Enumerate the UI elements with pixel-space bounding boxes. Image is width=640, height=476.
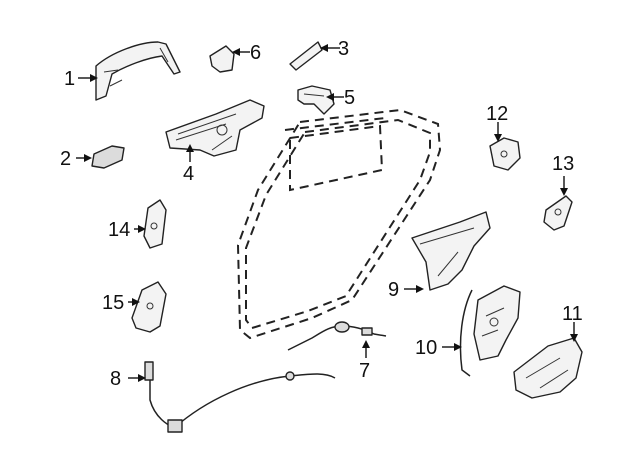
callout-labels: 1 2 3 4 5 6 7 8 9 10 11 12 13 14 15 (60, 38, 583, 390)
part-bracket (297, 85, 335, 115)
callout-12: 12 (486, 103, 508, 125)
part-clip (209, 45, 235, 73)
rear-door-outline (236, 108, 442, 340)
part-lower-hinge (143, 199, 167, 249)
part-release-cable (144, 361, 336, 433)
part-lock-actuator (513, 337, 583, 399)
callout-3: 3 (338, 38, 349, 60)
part-handle-carrier (165, 99, 265, 157)
callout-15: 15 (102, 292, 124, 314)
callout-10: 10 (415, 337, 437, 359)
callout-6: 6 (250, 42, 261, 64)
callout-11: 11 (562, 303, 583, 325)
part-upper-hinge (489, 137, 521, 171)
callout-5: 5 (344, 87, 355, 109)
part-door-latch (459, 285, 521, 377)
callout-8: 8 (110, 368, 121, 390)
part-striker (543, 195, 573, 231)
callout-1: 1 (64, 68, 75, 90)
callout-7: 7 (359, 360, 370, 382)
callout-9: 9 (388, 279, 399, 301)
part-trim-strip (289, 41, 323, 71)
part-cable (287, 321, 387, 351)
callout-4: 4 (183, 163, 194, 185)
part-door-check (131, 281, 167, 333)
part-outside-door-handle (95, 41, 181, 101)
callout-13: 13 (552, 153, 574, 175)
callout-14: 14 (108, 219, 130, 241)
part-handle-cover (91, 145, 125, 169)
part-lock-cover (411, 211, 491, 291)
callout-2: 2 (60, 148, 71, 170)
callout-leaders (76, 44, 578, 382)
